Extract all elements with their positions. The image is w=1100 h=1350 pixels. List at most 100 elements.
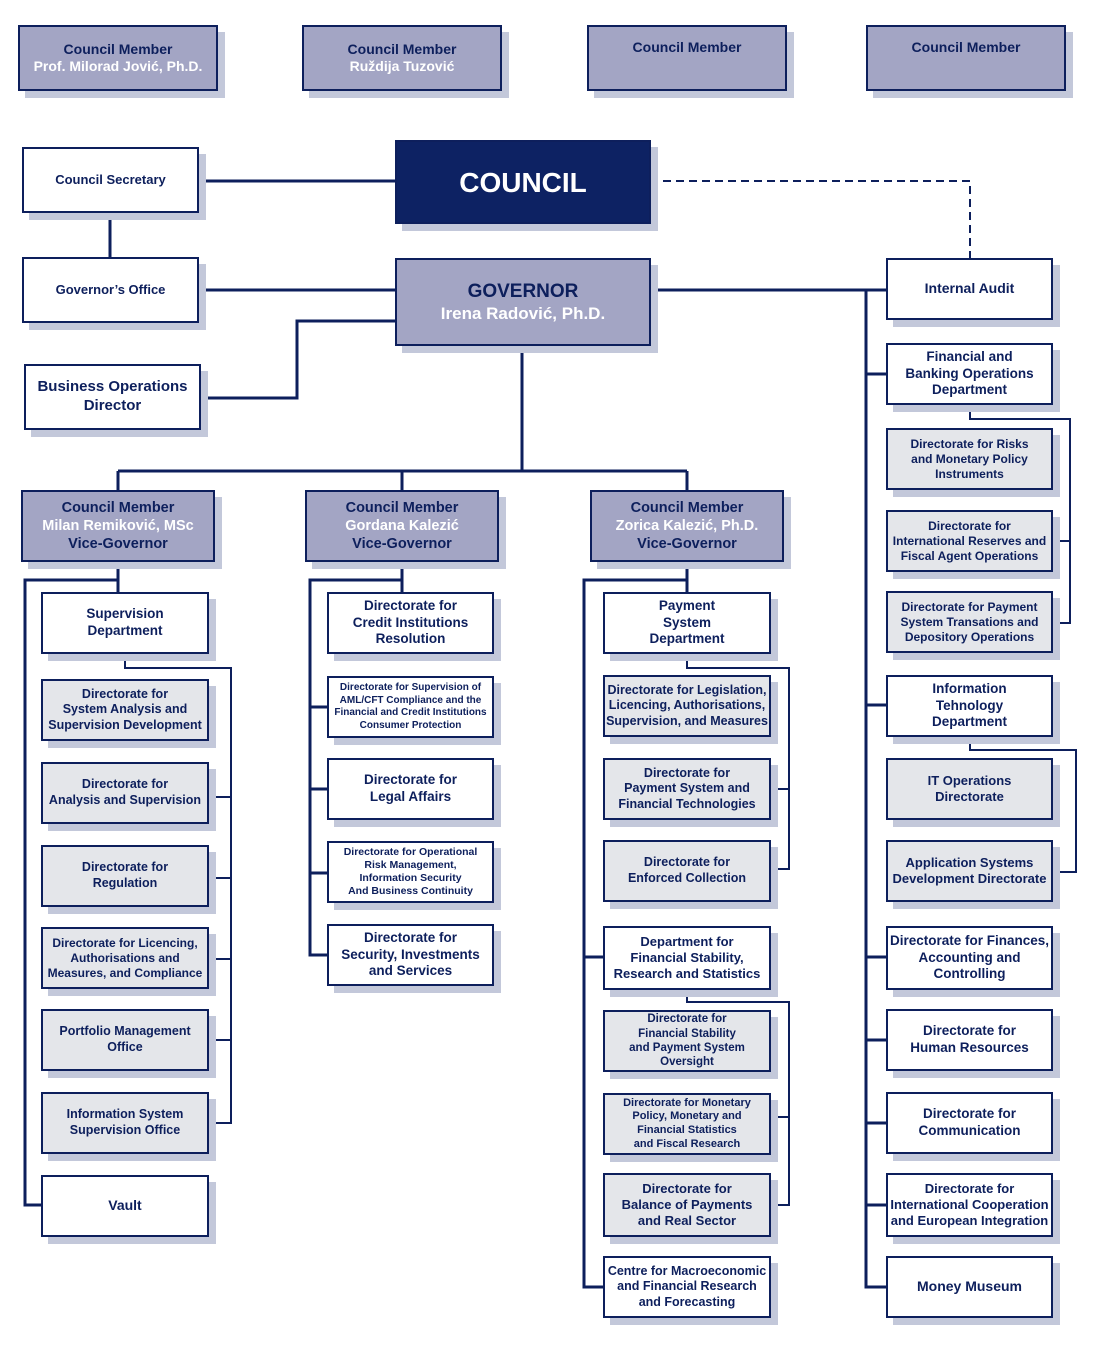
unit-label: Directorate for Regulation [81,860,169,890]
member-title: Council Member [345,499,459,516]
unit-label: Directorate for International Cooperatio… [890,1180,1049,1229]
col4-directorate[interactable]: Directorate for Risks and Monetary Polic… [886,428,1053,490]
col4-directorate[interactable]: Directorate for International Cooperatio… [886,1173,1053,1237]
member-title: Council Member [347,40,457,57]
col4-directorate[interactable]: IT Operations Directorate [886,758,1053,820]
col4-directorate[interactable]: Directorate for Communication [886,1092,1053,1154]
member-title: Council Member [632,39,742,55]
unit-label: IT Operations Directorate [927,772,1012,804]
payment-system-department[interactable]: Payment System Department [603,592,771,654]
col1-directorate[interactable]: Directorate for Licencing, Authorisation… [41,927,209,989]
unit-label: Information System Supervision Office [66,1107,184,1137]
col2-directorate[interactable]: Directorate for Credit Institutions Reso… [327,592,494,654]
governors-office-box[interactable]: Governor’s Office [22,257,199,323]
unit-label: Directorate for Human Resources [910,1023,1029,1055]
top-council-member-3[interactable]: Council Member [587,25,787,91]
unit-label: Money Museum [916,1278,1022,1295]
connector [308,562,404,957]
unit-label: Directorate for Risks and Monetary Polic… [910,436,1029,481]
col2-directorate[interactable]: Directorate for Legal Affairs [327,758,494,820]
member-title: Council Member [61,499,175,516]
col3-directorate[interactable]: Directorate for Payment System and Finan… [603,758,771,820]
col2-directorate[interactable]: Directorate for Supervision of AML/CFT C… [327,676,494,738]
unit-label: Council Secretary [55,171,166,187]
unit-label: Directorate for Finances, Accounting and… [889,932,1050,982]
unit-label: Directorate for Monetary Policy, Monetar… [623,1096,751,1150]
col3-directorate[interactable]: Directorate for Legislation, Licencing, … [603,675,771,737]
connector [23,562,120,1207]
connector [582,562,689,1289]
unit-label: Directorate for International Reserves a… [892,518,1047,563]
col4-directorate[interactable]: Application Systems Development Director… [886,840,1053,902]
col3-directorate[interactable]: Directorate for Balance of Payments and … [603,1173,771,1237]
col1-directorate[interactable]: Directorate for Regulation [41,845,209,907]
member-name: Zorica Kalezić, Ph.D. [615,517,759,534]
business-operations-director-box[interactable]: Business Operations Director [24,364,201,430]
money-museum[interactable]: Money Museum [886,1256,1053,1318]
council-box[interactable]: COUNCIL [395,140,651,224]
unit-label: Directorate for Enforced Collection [627,855,747,885]
col4-directorate[interactable]: Directorate for International Reserves a… [886,510,1053,572]
council-label: COUNCIL [459,166,587,198]
connector [584,580,689,959]
financial-stability-department[interactable]: Department for Financial Stability, Rese… [603,926,771,990]
unit-label: Directorate for Financial Stability and … [629,1013,745,1069]
col2-directorate[interactable]: Directorate for Operational Risk Managem… [327,841,494,903]
col4-directorate[interactable]: Directorate for Payment System Transatio… [886,591,1053,653]
unit-label: Payment System Department [649,597,725,647]
unit-label: Directorate for Legal Affairs [363,772,458,804]
col2-directorate[interactable]: Directorate for Security, Investments an… [327,924,494,986]
member-name: Milan Remiković, MSc [42,517,194,534]
financial-banking-department[interactable]: Financial and Banking Operations Departm… [886,343,1053,405]
unit-label: Centre for Macroeconomic and Financial R… [607,1263,767,1309]
member-role: Vice-Governor [352,536,452,553]
col3-directorate[interactable]: Directorate for Enforced Collection [603,840,771,902]
col1-directorate[interactable]: Directorate for Analysis and Supervision [41,762,209,824]
unit-label: Directorate for Communication [918,1106,1021,1138]
macroeconomic-centre[interactable]: Centre for Macroeconomic and Financial R… [603,1256,771,1318]
it-department[interactable]: Information Tehnology Department [886,675,1053,737]
unit-label: Directorate for Payment System Transatio… [900,599,1039,644]
unit-label: Directorate for System Analysis and Supe… [48,686,202,732]
unit-label: Directorate for Analysis and Supervision [48,777,202,807]
unit-label: Directorate for Operational Risk Managem… [343,845,478,898]
unit-label: Financial and Banking Operations Departm… [905,348,1034,398]
unit-label: Directorate for Legislation, Licencing, … [606,682,768,728]
top-council-member-4[interactable]: Council Member [866,25,1066,91]
unit-label: Information Tehnology Department [931,680,1007,730]
unit-label: Supervision Department [86,606,164,638]
connector [200,319,395,400]
supervision-department[interactable]: Supervision Department [41,592,209,654]
col4-directorate[interactable]: Directorate for Human Resources [886,1009,1053,1071]
unit-label: Portfolio Management Office [59,1024,191,1054]
governor-title: GOVERNOR [467,280,579,302]
connector [124,653,232,1124]
member-name: Prof. Milorad Jović, Ph.D. [33,58,203,74]
col4-directorate[interactable]: Directorate for Finances, Accounting and… [886,926,1053,990]
col1-directorate[interactable]: Directorate for System Analysis and Supe… [41,679,209,741]
connector [686,989,790,1206]
col3-directorate[interactable]: Directorate for Monetary Policy, Monetar… [603,1093,771,1155]
internal-audit-box[interactable]: Internal Audit [886,258,1053,320]
member-name: Gordana Kalezić [345,517,459,534]
unit-label: Vault [108,1197,142,1214]
col1-directorate[interactable]: Information System Supervision Office [41,1092,209,1154]
connector [866,372,887,1207]
vault[interactable]: Vault [41,1175,209,1237]
unit-label: Directorate for Licencing, Authorisation… [47,935,203,980]
member-title: Council Member [911,39,1021,55]
col1-directorate[interactable]: Portfolio Management Office [41,1009,209,1071]
member-name: Ruždija Tuzović [349,58,455,74]
connector [310,580,404,875]
member-role: Vice-Governor [68,536,168,553]
connector [969,737,1077,873]
council-secretary-box[interactable]: Council Secretary [22,147,199,213]
col3-directorate[interactable]: Directorate for Financial Stability and … [603,1010,771,1072]
